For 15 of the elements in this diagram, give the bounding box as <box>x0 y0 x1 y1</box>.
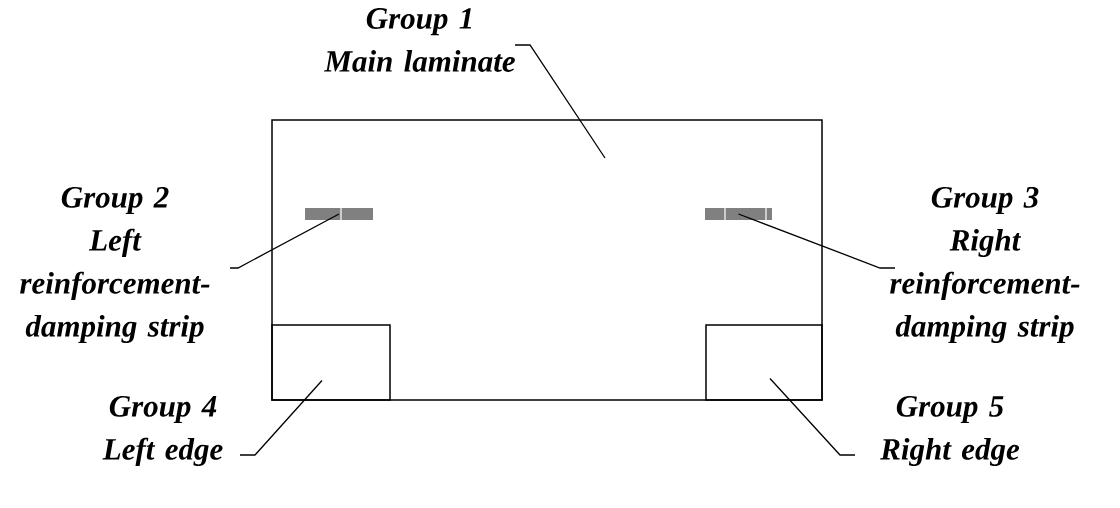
leader-line <box>769 377 856 456</box>
part-label: Group 3 Right reinforcement-damping strip <box>890 186 1080 344</box>
reinforcement-strip <box>305 207 373 221</box>
leader-line <box>239 379 323 456</box>
leader-line <box>737 213 896 269</box>
leader-line <box>514 44 606 159</box>
part-label: Group 1 Main laminate <box>324 8 515 72</box>
edge-region <box>705 324 823 401</box>
reinforcement-strip <box>705 207 772 221</box>
leader-line <box>229 213 340 269</box>
laminate-panel <box>271 119 823 401</box>
part-label: Group 4 Left edge <box>102 395 223 467</box>
part-label: Group 5 Right edge <box>880 395 1020 467</box>
part-label: Group 2 Left reinforcement-damping strip <box>20 186 210 344</box>
edge-region <box>271 324 391 401</box>
